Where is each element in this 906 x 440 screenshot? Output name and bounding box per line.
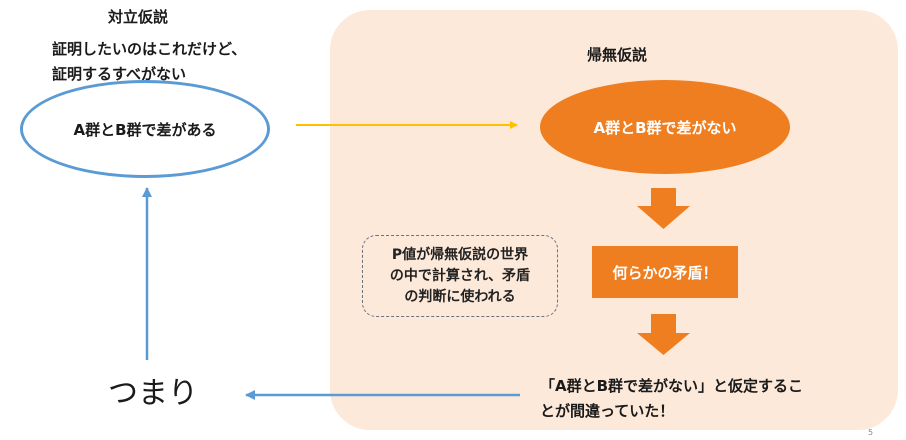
p-value-note-line1: P値が帰無仮説の世界: [391, 246, 529, 263]
alt-hypothesis-note-line1: 証明したいのはこれだけど、: [52, 40, 247, 58]
null-hypothesis-ellipse: A群とB群で差がない: [540, 80, 790, 174]
alt-hypothesis-note-line2: 証明するすべがない: [52, 65, 186, 83]
contradiction-label: 何らかの矛盾！: [612, 263, 718, 282]
alt-hypothesis-ellipse: A群とB群で差がある: [20, 80, 270, 178]
alt-hypothesis-note: 証明したいのはこれだけど、 証明するすべがない: [52, 37, 246, 87]
p-value-note: P値が帰無仮説の世界 の中で計算され、矛盾 の判断に使われる: [362, 235, 558, 317]
null-hypothesis-statement: A群とB群で差がない: [593, 118, 737, 137]
null-hypothesis-title: 帰無仮説: [587, 46, 648, 64]
null-hypothesis-region: [330, 10, 898, 430]
p-value-note-line2: の中で計算され、矛盾: [389, 267, 531, 284]
conclusion-line1: 「A群とB群で差がない」と仮定するこ: [540, 377, 804, 395]
down-arrow-to-contradiction: [637, 188, 690, 229]
page-number: 5: [868, 428, 874, 437]
alt-hypothesis-title: 対立仮説: [108, 8, 169, 26]
conclusion-text: 「A群とB群で差がない」と仮定するこ とが間違っていた！: [540, 374, 803, 424]
contradiction-box: 何らかの矛盾！: [592, 246, 738, 298]
conclusion-line2: とが間違っていた！: [540, 402, 675, 420]
p-value-note-line3: の判断に使われる: [404, 288, 516, 305]
alt-hypothesis-statement: A群とB群で差がある: [73, 120, 217, 139]
down-arrow-to-conclusion: [637, 314, 690, 355]
tsumari-label: つまり: [108, 376, 198, 411]
